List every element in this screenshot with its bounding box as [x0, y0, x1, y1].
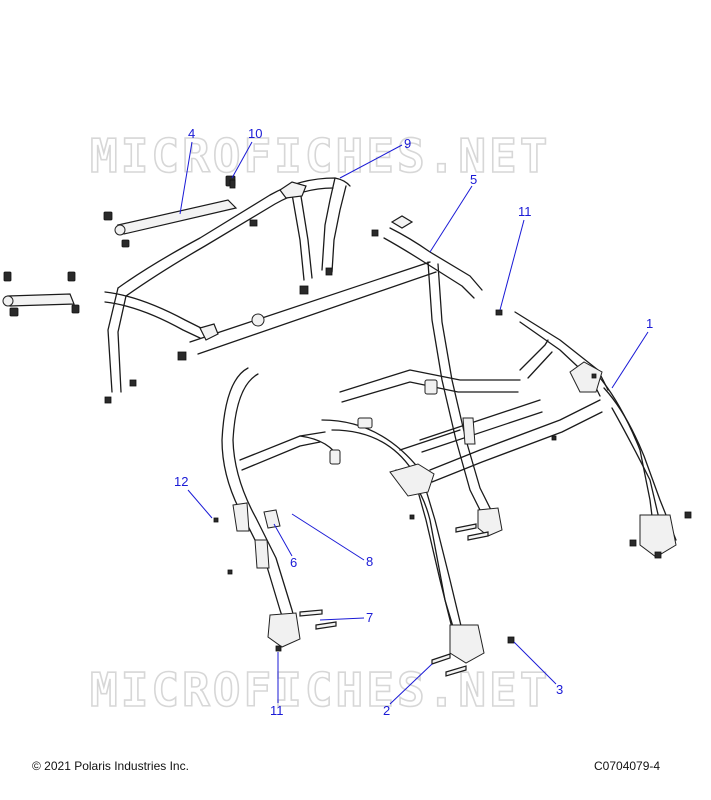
- support-tube-item-4: [103, 175, 238, 248]
- callout-1: 1: [646, 316, 653, 331]
- callout-3: 3: [556, 682, 563, 697]
- callout-5: 5: [470, 172, 477, 187]
- callout-8: 8: [366, 554, 373, 569]
- watermark-bottom: MICROFICHES.NET: [90, 663, 550, 717]
- fasteners: [104, 179, 692, 677]
- watermark-top: MICROFICHES.NET: [90, 129, 550, 183]
- callout-7: 7: [366, 610, 373, 625]
- callout-12: 12: [174, 474, 188, 489]
- callout-4: 4: [188, 126, 195, 141]
- callout-11-bottom: 11: [270, 703, 284, 718]
- callout-2: 2: [383, 703, 390, 718]
- callouts: 1 2 3 4 5 6 7 8 9 10 11 11 12: [174, 126, 653, 718]
- callout-6: 6: [290, 555, 297, 570]
- callout-9: 9: [404, 136, 411, 151]
- callout-10: 10: [248, 126, 262, 141]
- callout-11-top: 11: [518, 204, 532, 219]
- copyright-text: © 2021 Polaris Industries Inc.: [32, 759, 189, 773]
- diagram-code: C0704079-4: [594, 759, 661, 773]
- support-tube-left: [2, 271, 80, 317]
- roll-cage-frame: [104, 177, 677, 664]
